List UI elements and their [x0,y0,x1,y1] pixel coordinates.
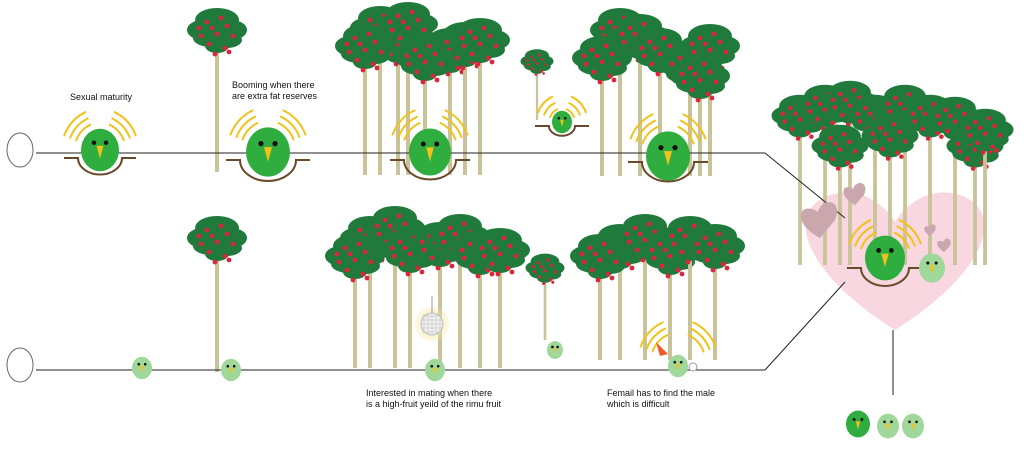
female-kakapo-icon [919,253,945,283]
bowl-icon [226,159,310,182]
rimu-tree-icon [861,114,919,265]
rimu-tree-icon [956,108,1014,265]
rimu-tree-icon [187,8,247,172]
bowl-icon [64,157,136,176]
female-kakapo-icon [877,413,899,439]
rimu-tree-icon [670,54,730,176]
timeline-female-join [764,281,846,371]
rimu-tree-icon [470,228,530,368]
male-kakapo-icon [409,128,451,176]
female-kakapo-icon [132,356,152,380]
sound-wave-icon [229,109,307,141]
bowl-icon [628,161,708,183]
heart-icon [843,183,866,205]
heart-icon [924,224,936,236]
sound-wave-icon [537,95,587,119]
caption-sexual-maturity: Sexual maturity [70,92,133,102]
caption-booming: Booming when there are extra fat reserve… [232,80,318,101]
female-kakapo-icon [425,358,445,382]
female-kakapo-icon [547,341,563,359]
male-kakapo-icon [646,131,690,181]
male-kakapo-icon [846,410,870,438]
female-kakapo-icon [668,354,688,378]
female-kakapo-icon [221,358,241,382]
female-kakapo-icon [902,413,924,439]
male-kakapo-icon [246,127,290,177]
egg-icon [6,347,34,383]
rimu-tree-icon [572,36,632,176]
bowl-icon [390,159,470,181]
rimu-tree-icon [395,36,455,175]
sound-wave-icon [63,111,137,142]
sound-wave-icon [629,113,707,145]
bowl-icon [535,125,589,137]
egg-icon [6,132,34,168]
male-kakapo-icon [552,110,572,134]
bowl-icon [847,267,923,287]
egg-small [688,362,698,372]
rimu-tree-icon [325,234,385,368]
rimu-tree-icon [570,234,630,360]
fruit-globe-icon [420,312,444,336]
rimu-tree-icon [335,24,395,175]
male-kakapo-icon [81,128,119,172]
sound-wave-icon [639,321,717,353]
sound-wave-icon [848,219,922,250]
sound-wave-icon [391,109,469,141]
male-kakapo-icon [865,235,905,281]
rimu-tree-icon [450,18,510,175]
rimu-tree-icon [520,49,554,120]
rimu-tree-icon [685,224,745,360]
heart-icon [800,202,838,238]
caption-femail: Femail has to find the male which is dif… [607,388,716,409]
arrow-icon [656,342,668,356]
rimu-tree-icon [811,124,869,265]
rimu-tree-icon [187,216,247,372]
caption-interested: Interested in mating when there is a hig… [366,388,502,409]
heart-icon [937,238,951,252]
rimu-tree-icon [525,253,565,340]
